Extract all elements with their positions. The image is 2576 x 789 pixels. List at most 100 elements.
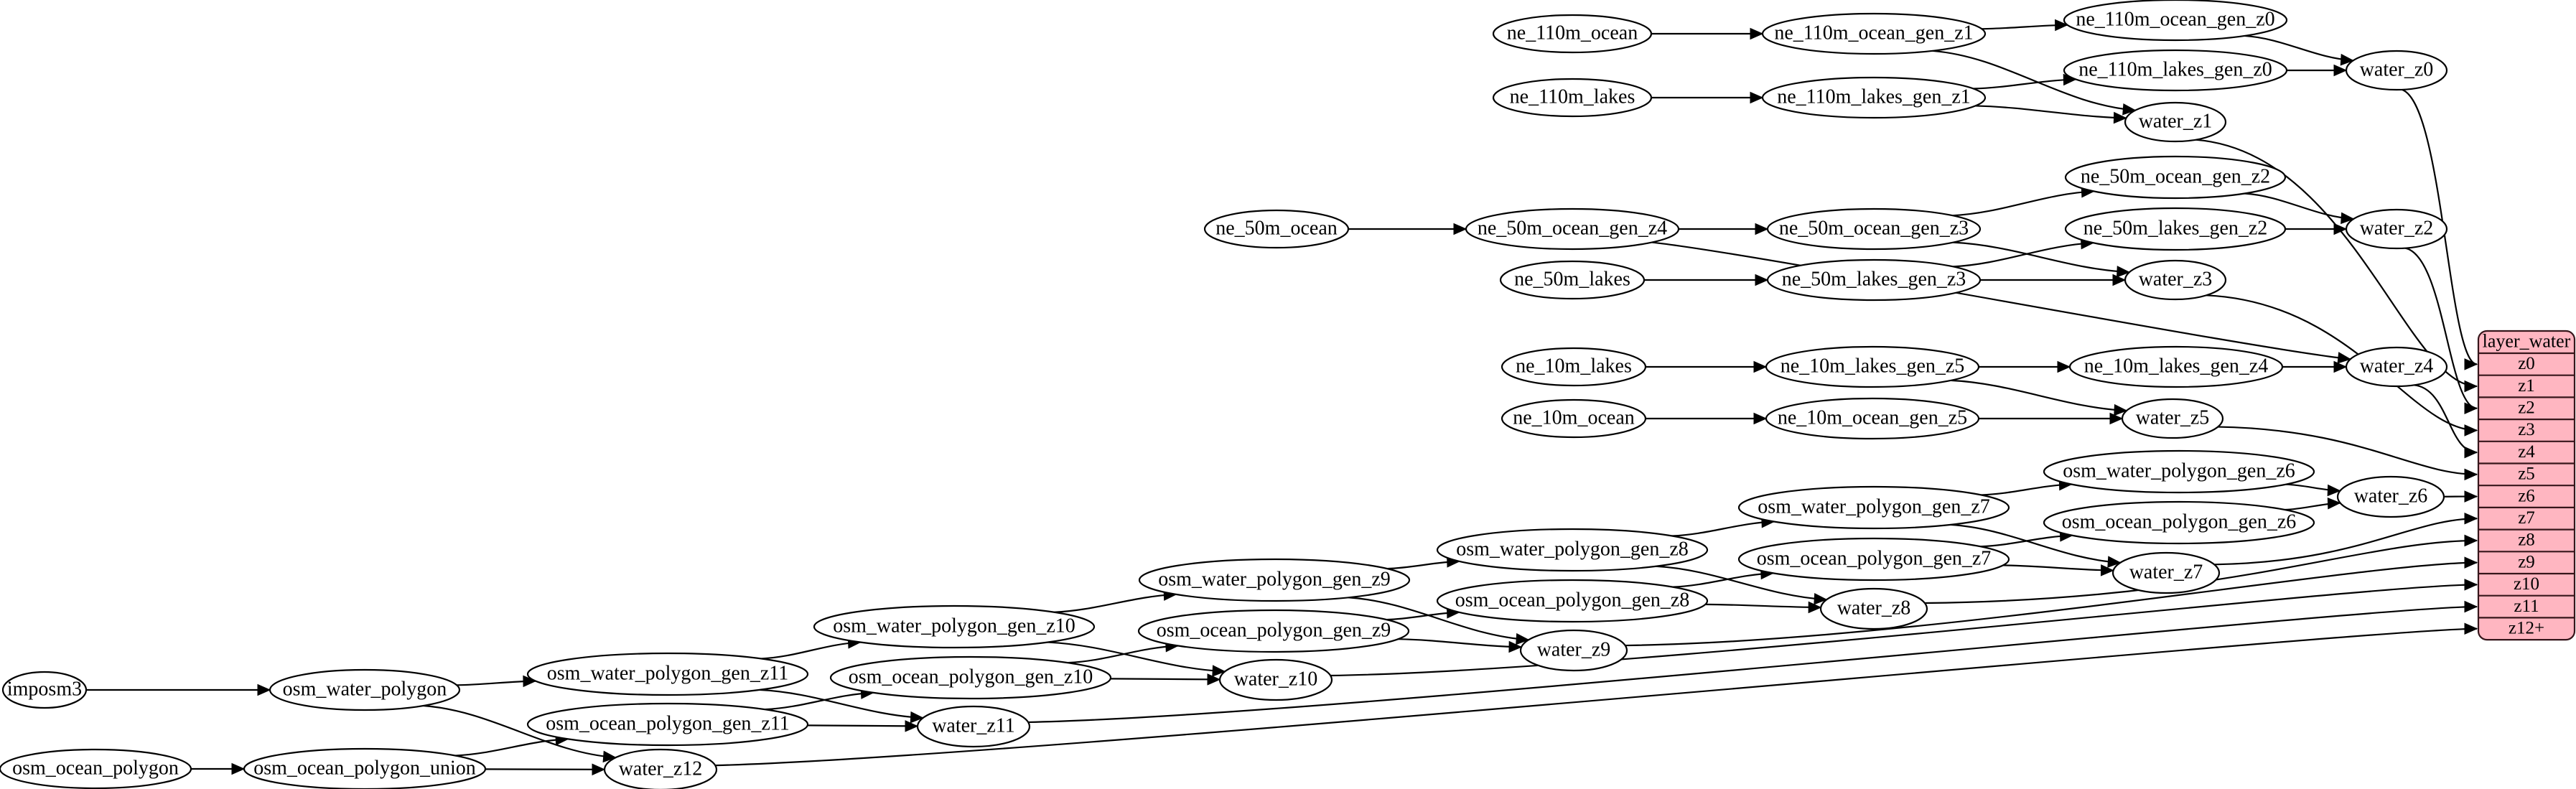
- node-shape: [2111, 551, 2221, 594]
- node-ne_110m_ocean_gen_z1[interactable]: ne_110m_ocean_gen_z1: [1761, 12, 1987, 55]
- node-water_z8[interactable]: water_z8: [1819, 587, 1928, 630]
- node-osm_ocean_polygon_gen_z10[interactable]: osm_ocean_polygon_gen_z10: [829, 655, 1112, 700]
- node-osm_ocean_polygon_gen_z8[interactable]: osm_ocean_polygon_gen_z8: [1436, 579, 1709, 623]
- edge-arrowhead: [2333, 64, 2348, 77]
- node-osm_ocean_polygon_gen_z6[interactable]: osm_ocean_polygon_gen_z6: [2043, 500, 2315, 545]
- edge-arrowhead: [2327, 497, 2341, 510]
- table-row-z9[interactable]: z9: [2518, 552, 2535, 571]
- node-label: water_z7: [2129, 561, 2203, 583]
- node-ne_50m_lakes_gen_z3[interactable]: ne_50m_lakes_gen_z3: [1766, 258, 1982, 302]
- edges-layer: [86, 19, 2478, 776]
- node-osm_ocean_polygon_gen_z11[interactable]: osm_ocean_polygon_gen_z11: [526, 702, 809, 747]
- node-ne_50m_ocean[interactable]: ne_50m_ocean: [1203, 209, 1350, 249]
- node-osm_water_polygon_gen_z10[interactable]: osm_water_polygon_gen_z10: [813, 604, 1096, 649]
- edge-osm_ocean_polygon_gen_z11-to-water_z11: [807, 724, 918, 727]
- node-osm_water_polygon_gen_z6[interactable]: osm_water_polygon_gen_z6: [2043, 449, 2315, 494]
- node-water_z6[interactable]: water_z6: [2336, 475, 2445, 518]
- node-shape: [0, 748, 192, 789]
- edge-osm_water_polygon_gen_z7-to-water_z7: [1950, 523, 2121, 564]
- node-shape: [2063, 0, 2288, 42]
- node-shape: [1, 671, 88, 709]
- node-label: water_z1: [2139, 110, 2213, 132]
- edge-arrowhead: [602, 750, 617, 763]
- edge-arrowhead: [1755, 274, 1769, 286]
- node-shape: [2124, 259, 2227, 301]
- table-row-z11[interactable]: z11: [2514, 597, 2539, 616]
- node-water_z9[interactable]: water_z9: [1519, 629, 1628, 672]
- table-row-z2[interactable]: z2: [2518, 398, 2535, 417]
- node-ne_50m_lakes_gen_z2[interactable]: ne_50m_lakes_gen_z2: [2064, 207, 2287, 251]
- node-osm_water_polygon_gen_z9[interactable]: osm_water_polygon_gen_z9: [1138, 558, 1411, 602]
- edge-ne_110m_ocean_gen_z1-to-water_z1: [1932, 50, 2136, 111]
- edge-arrowhead: [2464, 402, 2478, 415]
- table-row-z7[interactable]: z7: [2518, 508, 2535, 528]
- edge-arrowhead: [2333, 360, 2348, 373]
- table-row-z12plus[interactable]: z12+: [2509, 618, 2544, 638]
- node-osm_water_polygon_gen_z11[interactable]: osm_water_polygon_gen_z11: [526, 652, 809, 696]
- node-osm_ocean_polygon_gen_z9[interactable]: osm_ocean_polygon_gen_z9: [1137, 609, 1410, 653]
- table-row-z4[interactable]: z4: [2518, 442, 2535, 462]
- node-shape: [2068, 345, 2284, 388]
- table-row-z6[interactable]: z6: [2518, 486, 2535, 505]
- node-shape: [1465, 207, 1680, 251]
- node-ne_110m_lakes[interactable]: ne_110m_lakes: [1492, 78, 1653, 118]
- edge-arrowhead: [2122, 103, 2137, 116]
- node-ne_50m_ocean_gen_z4[interactable]: ne_50m_ocean_gen_z4: [1465, 207, 1680, 251]
- node-shape: [1765, 345, 1980, 388]
- layer-water-table-header: layer_water: [2483, 330, 2571, 351]
- node-shape: [1218, 658, 1333, 701]
- table-row-z0[interactable]: z0: [2518, 354, 2535, 373]
- node-ne_10m_lakes[interactable]: ne_10m_lakes: [1501, 347, 1647, 387]
- node-osm_ocean_polygon[interactable]: osm_ocean_polygon: [0, 748, 192, 789]
- node-water_z7[interactable]: water_z7: [2111, 551, 2221, 594]
- table-row-z8[interactable]: z8: [2518, 531, 2535, 550]
- node-ne_110m_lakes_gen_z1[interactable]: ne_110m_lakes_gen_z1: [1761, 76, 1987, 119]
- node-ne_10m_lakes_gen_z4[interactable]: ne_10m_lakes_gen_z4: [2068, 345, 2284, 388]
- edge-arrowhead: [2337, 352, 2352, 364]
- node-label: ne_50m_lakes_gen_z3: [1782, 268, 1966, 290]
- node-ne_50m_ocean_gen_z3[interactable]: ne_50m_ocean_gen_z3: [1766, 207, 1982, 251]
- table-row-z10[interactable]: z10: [2514, 574, 2539, 594]
- edge-arrowhead: [1750, 27, 1764, 40]
- node-ne_50m_lakes[interactable]: ne_50m_lakes: [1499, 260, 1646, 300]
- node-shape: [2124, 101, 2227, 143]
- node-ne_10m_lakes_gen_z5[interactable]: ne_10m_lakes_gen_z5: [1765, 345, 1980, 388]
- edge-ne_110m_lakes_gen_z1-to-ne_110m_lakes_gen_z0: [1973, 78, 2076, 90]
- node-shape: [2043, 449, 2315, 494]
- node-ne_10m_ocean_gen_z5[interactable]: ne_10m_ocean_gen_z5: [1765, 397, 1980, 440]
- edge-arrowhead: [2464, 622, 2478, 635]
- node-osm_water_polygon[interactable]: osm_water_polygon: [269, 668, 461, 711]
- node-ne_110m_ocean_gen_z0[interactable]: ne_110m_ocean_gen_z0: [2063, 0, 2288, 42]
- node-ne_110m_lakes_gen_z0[interactable]: ne_110m_lakes_gen_z0: [2063, 49, 2288, 92]
- node-water_z4[interactable]: water_z4: [2345, 346, 2448, 388]
- node-water_z1[interactable]: water_z1: [2124, 101, 2227, 143]
- node-osm_ocean_polygon_union[interactable]: osm_ocean_polygon_union: [243, 747, 487, 789]
- table-row-z1[interactable]: z1: [2518, 376, 2535, 396]
- node-shape: [2064, 207, 2287, 251]
- node-label: water_z0: [2360, 58, 2434, 80]
- node-imposm3[interactable]: imposm3: [1, 671, 88, 709]
- node-water_z11[interactable]: water_z11: [916, 705, 1031, 748]
- node-ne_50m_ocean_gen_z2[interactable]: ne_50m_ocean_gen_z2: [2064, 155, 2287, 200]
- node-ne_110m_ocean[interactable]: ne_110m_ocean: [1492, 14, 1653, 54]
- node-water_z0[interactable]: water_z0: [2345, 50, 2448, 91]
- edge-arrowhead: [1753, 412, 1768, 425]
- node-water_z10[interactable]: water_z10: [1218, 658, 1333, 701]
- node-shape: [813, 604, 1096, 649]
- node-osm_ocean_polygon_gen_z7[interactable]: osm_ocean_polygon_gen_z7: [1737, 537, 2010, 582]
- node-ne_10m_ocean[interactable]: ne_10m_ocean: [1501, 398, 1647, 439]
- table-row-z5[interactable]: z5: [2518, 464, 2535, 484]
- node-water_z12[interactable]: water_z12: [603, 748, 718, 789]
- edge-arrowhead: [2114, 403, 2128, 416]
- table-row-z3[interactable]: z3: [2518, 420, 2535, 439]
- node-shape: [2063, 49, 2288, 92]
- node-label: ne_110m_ocean_gen_z0: [2076, 8, 2274, 30]
- node-water_z3[interactable]: water_z3: [2124, 259, 2227, 301]
- node-osm_water_polygon_gen_z8[interactable]: osm_water_polygon_gen_z8: [1436, 528, 1709, 572]
- node-water_z2[interactable]: water_z2: [2345, 208, 2448, 250]
- node-label: ne_50m_ocean_gen_z3: [1779, 217, 1969, 239]
- node-label: ne_10m_lakes_gen_z5: [1781, 355, 1965, 377]
- edge-osm_ocean_polygon_gen_z9-to-water_z9: [1398, 638, 1522, 648]
- node-osm_water_polygon_gen_z7[interactable]: osm_water_polygon_gen_z7: [1737, 485, 2010, 530]
- node-water_z5[interactable]: water_z5: [2121, 398, 2224, 439]
